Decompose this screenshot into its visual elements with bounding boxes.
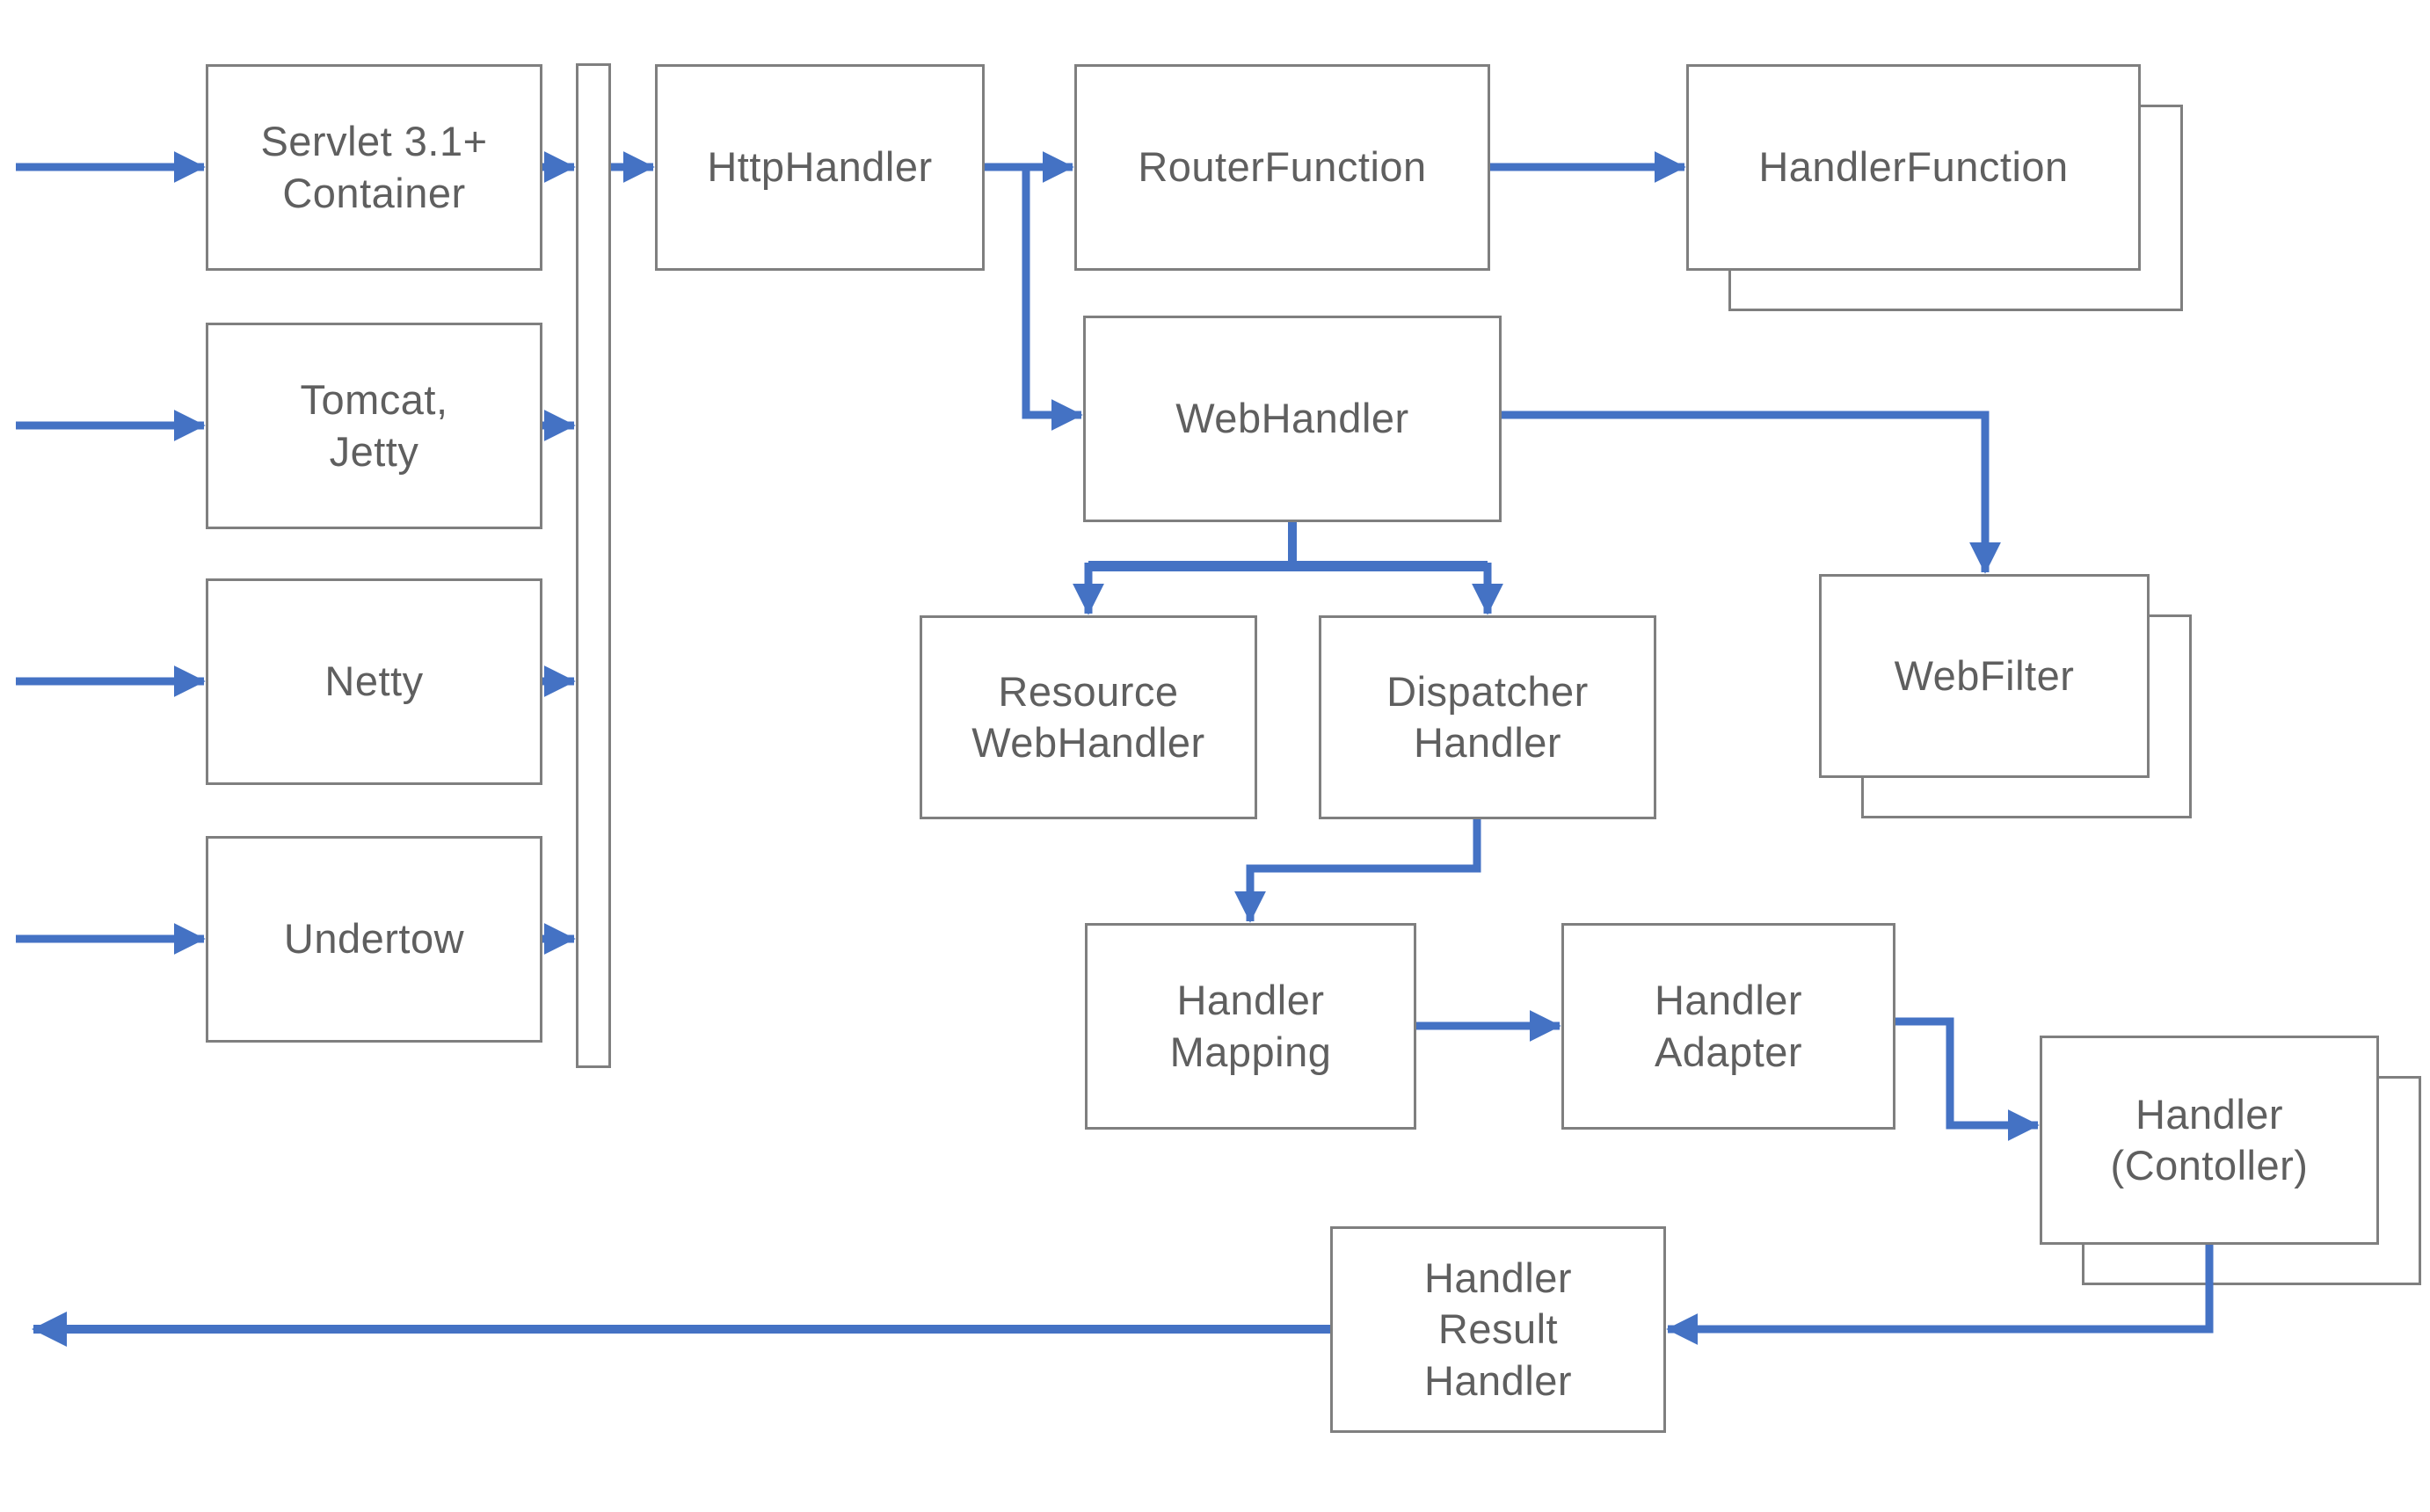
label-line: Tomcat, (300, 376, 448, 424)
node-web-handler: WebHandler (1083, 316, 1502, 522)
node-http-handler: HttpHandler (655, 64, 985, 271)
node-handler-function: HandlerFunction (1686, 64, 2141, 271)
node-undertow-label: Undertow (284, 913, 464, 964)
label-line: Undertow (283, 915, 465, 963)
node-netty: Netty (206, 578, 542, 785)
node-router-function-label: RouterFunction (1138, 142, 1426, 193)
node-undertow: Undertow (206, 836, 542, 1043)
node-tomcat-jetty-label: Tomcat,Jetty (300, 374, 447, 477)
label-line: Mapping (1169, 1028, 1332, 1075)
node-web-handler-label: WebHandler (1175, 393, 1408, 444)
label-line: Handler (1654, 977, 1803, 1024)
label-line: RouterFunction (1138, 143, 1427, 191)
label-line: HttpHandler (707, 143, 933, 191)
label-line: Result (1437, 1305, 1559, 1353)
label-line: Adapter (1654, 1028, 1803, 1075)
label-line: (Contoller) (2110, 1142, 2309, 1189)
node-router-function: RouterFunction (1074, 64, 1490, 271)
label-line: HandlerFunction (1758, 143, 2069, 191)
label-line: WebHandler (1175, 395, 1409, 442)
label-line: Handler (2135, 1090, 2284, 1138)
label-line: Netty (324, 658, 424, 705)
label-line: Handler (1423, 1254, 1573, 1302)
label-line: WebHandler (971, 719, 1205, 766)
node-http-handler-label: HttpHandler (707, 142, 932, 193)
node-netty-label: Netty (324, 656, 423, 707)
label-line: Jetty (329, 427, 419, 475)
label-line: Handler (1176, 977, 1325, 1024)
label-line: Handler (1423, 1356, 1573, 1404)
node-web-filter: WebFilter (1819, 574, 2150, 778)
node-handler-function-label: HandlerFunction (1758, 142, 2068, 193)
label-line: Servlet 3.1+ (260, 118, 488, 165)
label-line: WebFilter (1894, 651, 2075, 699)
label-line: Resource (998, 667, 1179, 715)
label-line: Container (282, 169, 466, 216)
node-handler-controller-label: Handler(Contoller) (2111, 1089, 2309, 1192)
node-adapter-bar (576, 63, 611, 1068)
label-line: Handler (1413, 719, 1562, 766)
node-tomcat-jetty: Tomcat,Jetty (206, 323, 542, 529)
node-web-filter-label: WebFilter (1895, 651, 2075, 701)
label-line: Dispatcher (1386, 667, 1589, 715)
node-servlet-container: Servlet 3.1+Container (206, 64, 542, 271)
node-servlet-container-label: Servlet 3.1+Container (260, 116, 487, 219)
node-handler-controller: Handler(Contoller) (2040, 1036, 2379, 1245)
